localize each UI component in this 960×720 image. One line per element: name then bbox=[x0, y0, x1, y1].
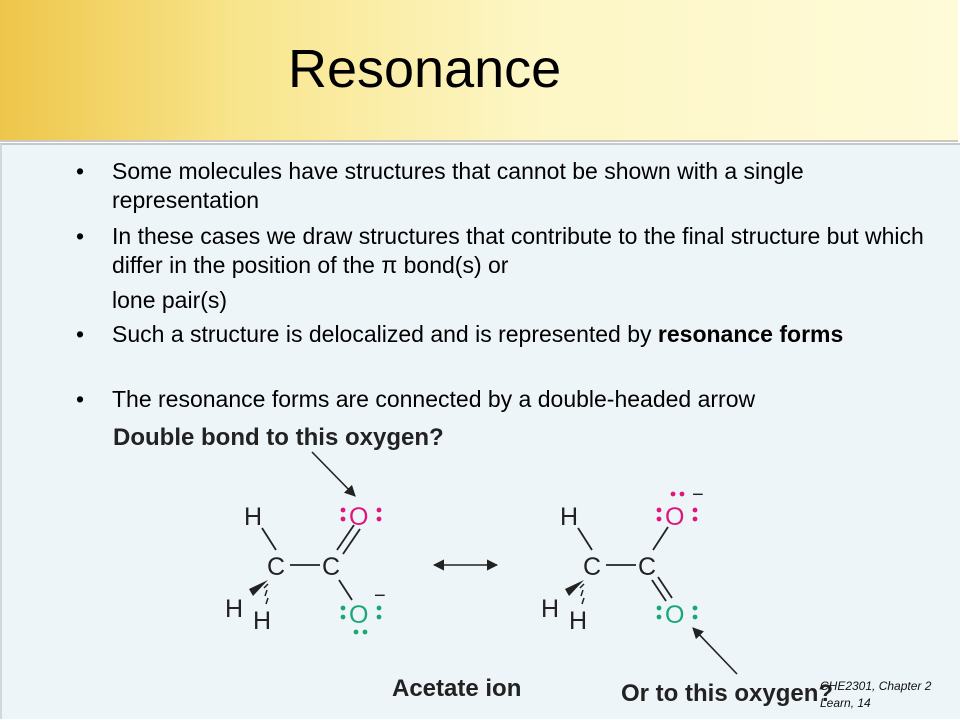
atom-h: H bbox=[569, 607, 587, 635]
footer-line: CHE2301, Chapter 2 bbox=[820, 679, 932, 693]
footer-reference: CHE2301, Chapter 2 Learn, 14 bbox=[820, 678, 931, 712]
bullet-item: • Some molecules have structures that ca… bbox=[76, 157, 932, 215]
bullet-dot: • bbox=[76, 158, 85, 184]
bullet-text: Such a structure is delocalized and is r… bbox=[112, 321, 658, 347]
charge-minus: − bbox=[692, 484, 704, 506]
lone-pairs bbox=[656, 605, 698, 620]
atom-h: H bbox=[244, 503, 262, 531]
content-area: • Some molecules have structures that ca… bbox=[0, 143, 960, 719]
resonance-structure-1: H C C H H O O − bbox=[225, 503, 386, 635]
atom-o: O bbox=[349, 503, 368, 531]
atom-o: O bbox=[665, 503, 684, 531]
figure-label-bottom: Or to this oxygen? bbox=[621, 680, 834, 707]
atom-h: H bbox=[541, 595, 559, 623]
atom-c: C bbox=[267, 553, 285, 581]
slide-title: Resonance bbox=[288, 39, 562, 99]
atom-o: O bbox=[665, 601, 684, 629]
atom-c: C bbox=[638, 553, 656, 581]
lone-pairs bbox=[340, 507, 382, 522]
atom-o: O bbox=[349, 601, 368, 629]
atom-h: H bbox=[560, 503, 578, 531]
atom-c: C bbox=[583, 553, 601, 581]
bullet-dot: • bbox=[76, 386, 85, 412]
figure-label-top: Double bond to this oxygen? bbox=[113, 424, 444, 451]
footer-line: Learn, 14 bbox=[820, 696, 871, 710]
bullet-bold-text: resonance forms bbox=[657, 321, 844, 347]
lone-pairs bbox=[340, 605, 382, 635]
bullet-item: • In these cases we draw structures that… bbox=[76, 222, 932, 280]
bullet-text: In these cases we draw structures that c… bbox=[112, 223, 924, 278]
bullet-item: • Such a structure is delocalized and is… bbox=[76, 320, 932, 349]
bullet-dot: • bbox=[76, 223, 85, 249]
charge-minus: − bbox=[374, 585, 386, 607]
bullet-dot: • bbox=[76, 321, 85, 347]
resonance-structure-2: H C C H H O O − bbox=[541, 484, 704, 635]
atom-h: H bbox=[225, 595, 243, 623]
bullet-text: The resonance forms are connected by a d… bbox=[112, 386, 756, 412]
lone-pairs bbox=[656, 491, 698, 522]
title-bar: Resonance bbox=[0, 0, 958, 142]
atom-h: H bbox=[253, 607, 271, 635]
bullet-text: Some molecules have structures that cann… bbox=[112, 158, 804, 213]
bullet-continuation: lone pair(s) bbox=[112, 287, 228, 313]
pointer-arrow-top bbox=[311, 451, 356, 497]
pointer-arrow-bottom bbox=[692, 627, 738, 675]
bullet-item: • The resonance forms are connected by a… bbox=[76, 385, 932, 414]
figure-caption: Acetate ion bbox=[392, 675, 522, 702]
atom-c: C bbox=[322, 553, 340, 581]
